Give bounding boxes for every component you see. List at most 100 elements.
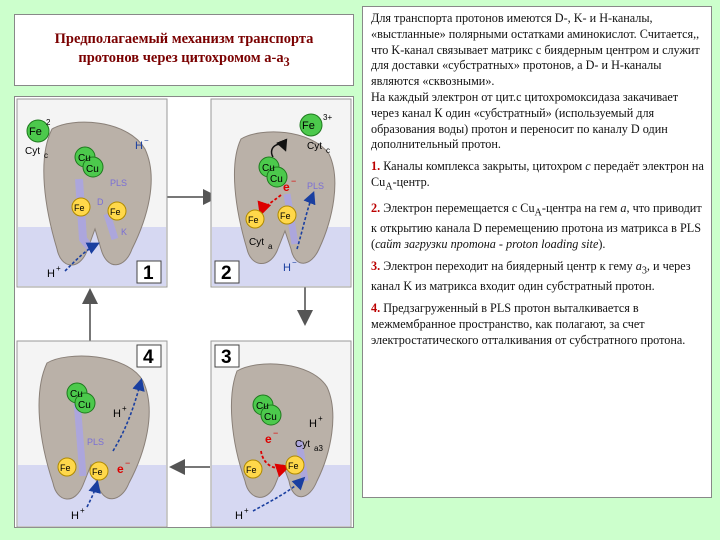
- panel-4-proton-in-arrow: [86, 479, 101, 508]
- panel-1-cyt-top: Cyt: [25, 146, 40, 157]
- step-1-text-b: передаёт электрон на Cu: [371, 159, 704, 189]
- panel-1-cu: Cu: [78, 153, 91, 164]
- panel-3-cu-b: [260, 404, 282, 426]
- panel-2-fe-a: Fe: [248, 215, 259, 225]
- panel-2-fe-top: Fe: [302, 120, 315, 132]
- step-3-text-a: Электрон переходит на биядерный центр к …: [380, 259, 636, 274]
- title: Предполагаемый механизм транспорта прото…: [55, 30, 314, 71]
- step-2-paragraph: 2. Электрон перемещается с CuA-центра на…: [371, 201, 705, 253]
- panel-4-e: e: [117, 462, 124, 476]
- diagram-box: Fe 2 Cyt c Cu Cu H − PLS D Fe Fe K H + 1…: [14, 96, 354, 528]
- panel-4-cu: Cu: [70, 389, 83, 400]
- panel-3-h-plus-top-sup: +: [318, 414, 323, 423]
- panel-1-enzyme: [43, 121, 152, 266]
- panel-4-e-sup: −: [125, 458, 130, 468]
- panel-3-heme-a3: [285, 455, 305, 475]
- step-4-paragraph: 4. Предзагруженный в PLS протон выталкив…: [371, 301, 705, 348]
- panel-2-cu: Cu: [262, 163, 275, 174]
- panel-4-proton-out-arrow: [112, 377, 145, 452]
- panel-1-cu2: Cu: [86, 164, 99, 175]
- step-3-text-b: , и через канал K из матрикса входит оди…: [371, 259, 691, 294]
- panel-3-fe-a: Fe: [246, 465, 257, 475]
- panel-2-cyt-top-sub: c: [326, 146, 330, 155]
- intro-text: Для транспорта протонов имеются D-, K- и…: [371, 11, 700, 89]
- panel-4-channel: [73, 400, 87, 477]
- panel-2-cu-b: [266, 166, 288, 188]
- panel-3-electron-arrow: [260, 450, 291, 478]
- step-1-sub: A: [385, 181, 393, 193]
- panel-2-number-box: [214, 260, 240, 284]
- panel-3-cu: Cu: [256, 401, 269, 412]
- step-1-paragraph: 1. Каналы комплекса закрыты, цитохром c …: [371, 159, 705, 195]
- panel-2-pls: PLS: [307, 181, 324, 191]
- panel-4-cu2: Cu: [78, 400, 91, 411]
- step-2-text-b: -центра на гем: [541, 201, 621, 216]
- panel-4-h-plus-top: H: [113, 408, 121, 420]
- panel-3-number-box: [214, 344, 240, 368]
- panel-1-number: 1: [143, 263, 154, 284]
- step-2-number: 2.: [371, 201, 381, 216]
- panel-2-h-minus-sup: −: [292, 258, 297, 267]
- intro-paragraph: Для транспорта протонов имеются D-, K- и…: [371, 11, 705, 153]
- panel-2-h-minus: H: [283, 262, 291, 274]
- step-2-end: ).: [598, 237, 606, 252]
- panel-1-d: D: [97, 197, 104, 207]
- step-2-sub: A: [534, 207, 542, 219]
- panel-4-heme-a: [57, 457, 77, 477]
- panel-1-h-plus: H: [47, 268, 55, 280]
- panel-1-cyt-top-sub: c: [44, 151, 48, 160]
- panel-2-fe-b: Fe: [280, 211, 291, 221]
- panel-1-h-minus-sup: −: [144, 136, 149, 145]
- step-2-italic: a: [620, 201, 627, 216]
- title-line2: протонов через цитохромом a-a: [78, 50, 284, 67]
- panel-4-h-plus-bottom: H: [71, 510, 79, 522]
- panel-2-cu2: Cu: [270, 174, 283, 185]
- mechanism-diagram: Fe 2 Cyt c Cu Cu H − PLS D Fe Fe K H + 1…: [16, 98, 352, 528]
- panel-1-fe-a: Fe: [74, 203, 85, 213]
- step-3-italic: a: [635, 259, 642, 274]
- panel-2-heme-a: [245, 209, 265, 229]
- panel-2: Fe 3+ Cyt c Cu Cu e − PLS Fe Fe Cyt a H …: [210, 98, 352, 288]
- panel-3: Cu Cu H + e − Cyt a3 Fe Fe H + 3: [210, 340, 352, 528]
- panel-3-fe-b: Fe: [288, 461, 299, 471]
- panel-1-number-box: [136, 260, 162, 284]
- panel-1-k-channel: [103, 212, 119, 241]
- step-1-italic: c: [585, 159, 591, 174]
- title-line1: Предполагаемый механизм транспорта: [54, 30, 314, 47]
- panel-2-proton-arrow: [296, 191, 316, 250]
- panel-2-electron-arrow: [257, 194, 282, 217]
- panel-3-number: 3: [221, 347, 232, 368]
- panel-1-fe-top-sup: 2: [46, 118, 51, 127]
- panel-4-pls: PLS: [87, 437, 104, 447]
- panel-2-heme-a3: [277, 205, 297, 225]
- step-2-paren: сайт загрузки протона - proton loading s…: [375, 237, 599, 252]
- panel-4: Cu Cu H + PLS Fe Fe e − H + 4: [16, 340, 168, 528]
- panel-1-pls: PLS: [110, 178, 127, 188]
- panel-1-fe-b: Fe: [110, 207, 121, 217]
- step-2-text-c: , что приводит к открытию канала D перем…: [371, 201, 702, 252]
- panel-2-cyt-top: Cyt: [307, 141, 322, 152]
- step-1-number: 1.: [371, 159, 381, 174]
- step-4-text-a: Предзагруженный в PLS протон выталкивает…: [371, 301, 686, 347]
- panel-4-h-plus-bottom-sup: +: [80, 506, 85, 515]
- panel-3-cu2: Cu: [264, 412, 277, 423]
- panel-4-cu-b: [74, 392, 96, 414]
- title-box: Предполагаемый механизм транспорта прото…: [14, 14, 354, 86]
- panel-3-e: e: [265, 432, 272, 446]
- panel-3-h-plus-bottom-sup: +: [244, 506, 249, 515]
- panel-4-fe-a: Fe: [60, 463, 71, 473]
- step-3-number: 3.: [371, 259, 381, 274]
- panel-1-cu-b: [82, 156, 104, 178]
- step-1-end: -центр.: [392, 174, 430, 189]
- panel-3-h-plus-bottom: H: [235, 510, 243, 522]
- panel-4-h-plus-top-sup: +: [122, 404, 127, 413]
- panel-1-heme-a: [71, 197, 91, 217]
- panel-3-e-sup: −: [273, 428, 278, 438]
- panel-4-number-box: [136, 344, 162, 368]
- panel-3-cyt-a3-sub: a3: [314, 444, 323, 453]
- panel-2-cyt-a: Cyt: [249, 237, 264, 248]
- panel-1-h-plus-sup: +: [56, 264, 61, 273]
- panel-1-heme-a3: [107, 201, 127, 221]
- panel-2-cytc-heme: [299, 113, 323, 137]
- panel-4-number: 4: [143, 347, 154, 368]
